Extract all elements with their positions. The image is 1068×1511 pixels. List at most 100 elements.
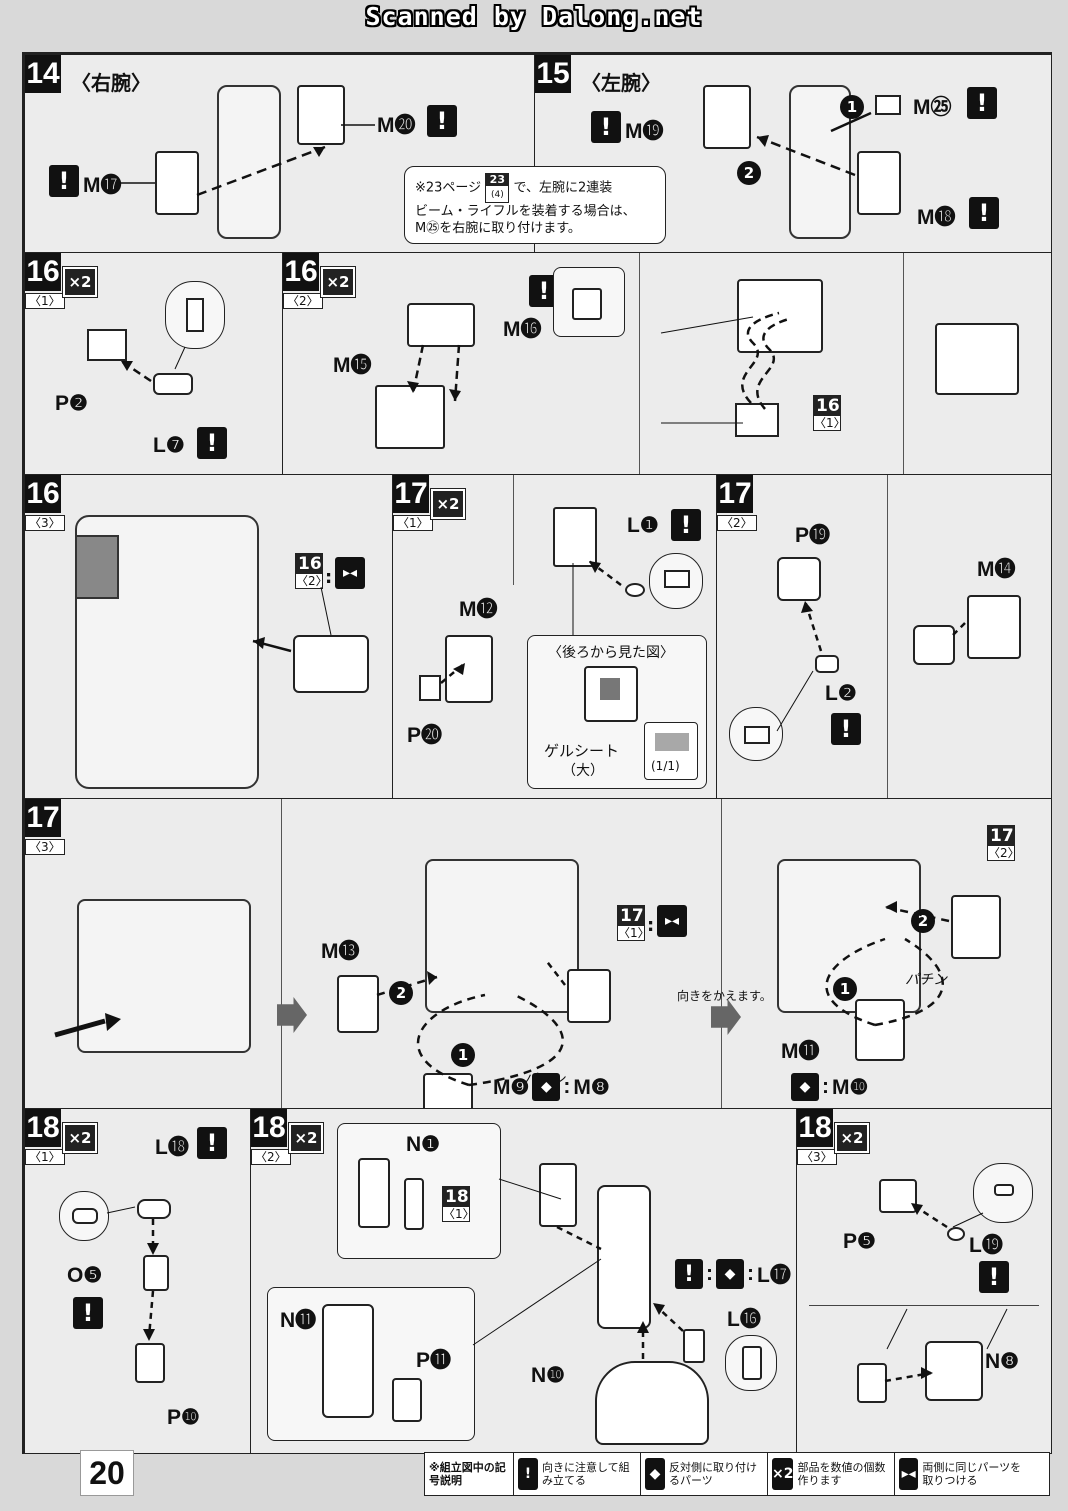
step-sub-number: 〈3〉 bbox=[25, 839, 65, 855]
part-detail bbox=[742, 1346, 762, 1380]
label-l17: L⓱ bbox=[757, 1264, 791, 1287]
sub-divider bbox=[721, 799, 722, 1109]
label-l19: L⓳ bbox=[969, 1234, 1003, 1257]
step-number: 18 bbox=[25, 1109, 61, 1147]
ref-sub: 〈2〉 bbox=[296, 574, 328, 588]
note-line: M㉕を右腕に取り付けます。 bbox=[415, 221, 581, 236]
step-order-2: 2 bbox=[389, 981, 413, 1005]
back-view-part bbox=[584, 666, 638, 722]
label-l7: L❼ bbox=[153, 434, 185, 457]
label-m9: M❾ bbox=[493, 1075, 530, 1099]
ref-num: 23 bbox=[486, 174, 509, 186]
backpack-illustration bbox=[75, 535, 119, 599]
colon: : bbox=[706, 1262, 713, 1285]
sub-divider bbox=[903, 253, 904, 475]
step-number: 16 bbox=[25, 253, 61, 291]
warning-icon: ! bbox=[831, 713, 861, 745]
part-m15-illustration bbox=[375, 385, 445, 449]
label-m12: M⓬ bbox=[459, 598, 498, 621]
legend-item-times: ×2 部品を数値の個数作ります bbox=[767, 1453, 894, 1495]
times-two-badge: ×2 bbox=[834, 1122, 870, 1154]
step-number: 14 bbox=[25, 55, 61, 93]
label-m13: M⓭ bbox=[321, 940, 360, 963]
step-number: 15 bbox=[535, 55, 571, 93]
legend-text: 両側に同じパーツを取りつける bbox=[922, 1461, 1022, 1487]
part-m11-illustration bbox=[855, 999, 905, 1061]
warning-icon: ! bbox=[671, 509, 701, 541]
part-pin-illustration bbox=[404, 1178, 424, 1230]
part-l2-illustration bbox=[815, 655, 839, 673]
label-m14: M⓮ bbox=[977, 558, 1016, 581]
part-m18-illustration bbox=[857, 151, 901, 215]
gel-sheet-count: (1/1) bbox=[651, 759, 680, 773]
label-m15: M⓯ bbox=[333, 354, 372, 377]
legend-text: 向きに注意して組み立てる bbox=[541, 1461, 630, 1487]
waist-illustration bbox=[77, 899, 251, 1053]
step-order-1: 1 bbox=[451, 1043, 475, 1067]
part-n1-illustration bbox=[358, 1158, 390, 1228]
panel-step-18-2: 18 〈2〉 ×2 N❶ 18 〈1〉 N⓫ P⓫ N❿ ! : ◆ : L⓱ bbox=[250, 1108, 798, 1454]
panel-step-16-2: 16 〈2〉 ×2 M⓯ M⓰ ! 16 〈1〉 bbox=[282, 252, 1052, 476]
part-m20-illustration bbox=[297, 85, 345, 145]
l17-pair: ! : ◆ : L⓱ bbox=[675, 1259, 791, 1289]
sub-divider bbox=[639, 253, 640, 475]
step-number: 17 bbox=[25, 799, 61, 837]
m10-pair: ◆ : M❿ bbox=[791, 1073, 868, 1101]
label-m17: M⓱ bbox=[83, 174, 122, 197]
opposite-side-icon: ◆ bbox=[532, 1073, 561, 1101]
step-sub-number: 〈1〉 bbox=[25, 1149, 65, 1165]
panel-step-16-3: 16 〈3〉 16 〈2〉 : ▸◂ bbox=[24, 474, 394, 800]
detail-inset bbox=[725, 1335, 777, 1391]
part-o5-illustration bbox=[143, 1255, 169, 1291]
step-ref-16-2: 16 〈2〉 bbox=[295, 553, 328, 589]
detail-inset bbox=[649, 553, 703, 609]
step-sub-number: 〈3〉 bbox=[25, 515, 65, 531]
panel-title: 〈左腕〉 bbox=[581, 71, 661, 95]
step-number: 16 bbox=[283, 253, 319, 291]
part-l1-illustration bbox=[625, 583, 645, 597]
part-m16-illustration bbox=[407, 303, 475, 347]
colon: : bbox=[747, 1262, 754, 1285]
step-number: 16 bbox=[25, 475, 61, 513]
ref-num: 17 bbox=[618, 906, 644, 926]
panel-step-14: 14 〈右腕〉 M⓴ ! ! M⓱ bbox=[24, 54, 536, 254]
note-line: で、左腕に2連装 bbox=[513, 180, 613, 196]
waist-front-illustration bbox=[425, 859, 579, 1013]
part-n8-illustration bbox=[925, 1341, 983, 1401]
detail-inset bbox=[973, 1163, 1033, 1223]
both-sides-icon: ▸◂ bbox=[335, 557, 365, 589]
warning-icon: ! bbox=[967, 87, 997, 119]
ref-num: 16 bbox=[296, 554, 322, 574]
times-two-badge: ×2 bbox=[62, 266, 98, 298]
part-n11-illustration bbox=[322, 1304, 374, 1418]
step-sub-number: 〈2〉 bbox=[717, 515, 757, 531]
panel-step-17-3: 17 〈3〉 M⓭ 2 1 パチン 17 〈1〉 : ▸◂ M❾ 向きをかえます… bbox=[24, 798, 1052, 1137]
label-l16: L⓰ bbox=[727, 1308, 761, 1331]
part-m12-illustration bbox=[445, 635, 493, 703]
times-two-badge: ×2 bbox=[62, 1122, 98, 1154]
warning-icon: ! bbox=[73, 1297, 103, 1329]
label-p19: P⓳ bbox=[795, 524, 831, 547]
gel-sheet-label: ゲルシート bbox=[544, 742, 620, 760]
step-sub-number: 〈2〉 bbox=[283, 293, 323, 309]
panel-step-17-2: 17 〈2〉 P⓳ L❷ ! M⓮ bbox=[716, 474, 1052, 800]
note-line: ビーム・ライフルを装着する場合は、 bbox=[415, 204, 636, 219]
sub-divider bbox=[513, 475, 514, 585]
detail-inset-n11: N⓫ P⓫ bbox=[267, 1287, 475, 1441]
warning-icon: ! bbox=[427, 105, 457, 137]
part-detail bbox=[994, 1184, 1014, 1196]
times-two-badge: ×2 bbox=[288, 1122, 324, 1154]
label-n10: N❿ bbox=[531, 1364, 565, 1387]
symbol-legend: ※組立図中の記号説明 ! 向きに注意して組み立てる ◆ 反対側に取り付けるパーツ… bbox=[424, 1452, 1050, 1496]
panel-step-16-1: 16 〈1〉 ×2 P❷ L❼ ! bbox=[24, 252, 284, 476]
step-order-2: 2 bbox=[737, 161, 761, 185]
part-n10-illustration bbox=[595, 1361, 709, 1445]
times-two-badge: ×2 bbox=[320, 266, 356, 298]
legend-item-opposite-side: ◆ 反対側に取り付けるパーツ bbox=[640, 1453, 767, 1495]
label-o5: O❺ bbox=[67, 1264, 103, 1287]
ref-sub: 〈1〉 bbox=[618, 926, 650, 940]
step-sub-number: 〈3〉 bbox=[797, 1149, 837, 1165]
colon: : bbox=[325, 567, 333, 588]
warning-icon: ! bbox=[49, 165, 79, 197]
scan-watermark: Scanned by Dalong.net bbox=[365, 2, 703, 31]
